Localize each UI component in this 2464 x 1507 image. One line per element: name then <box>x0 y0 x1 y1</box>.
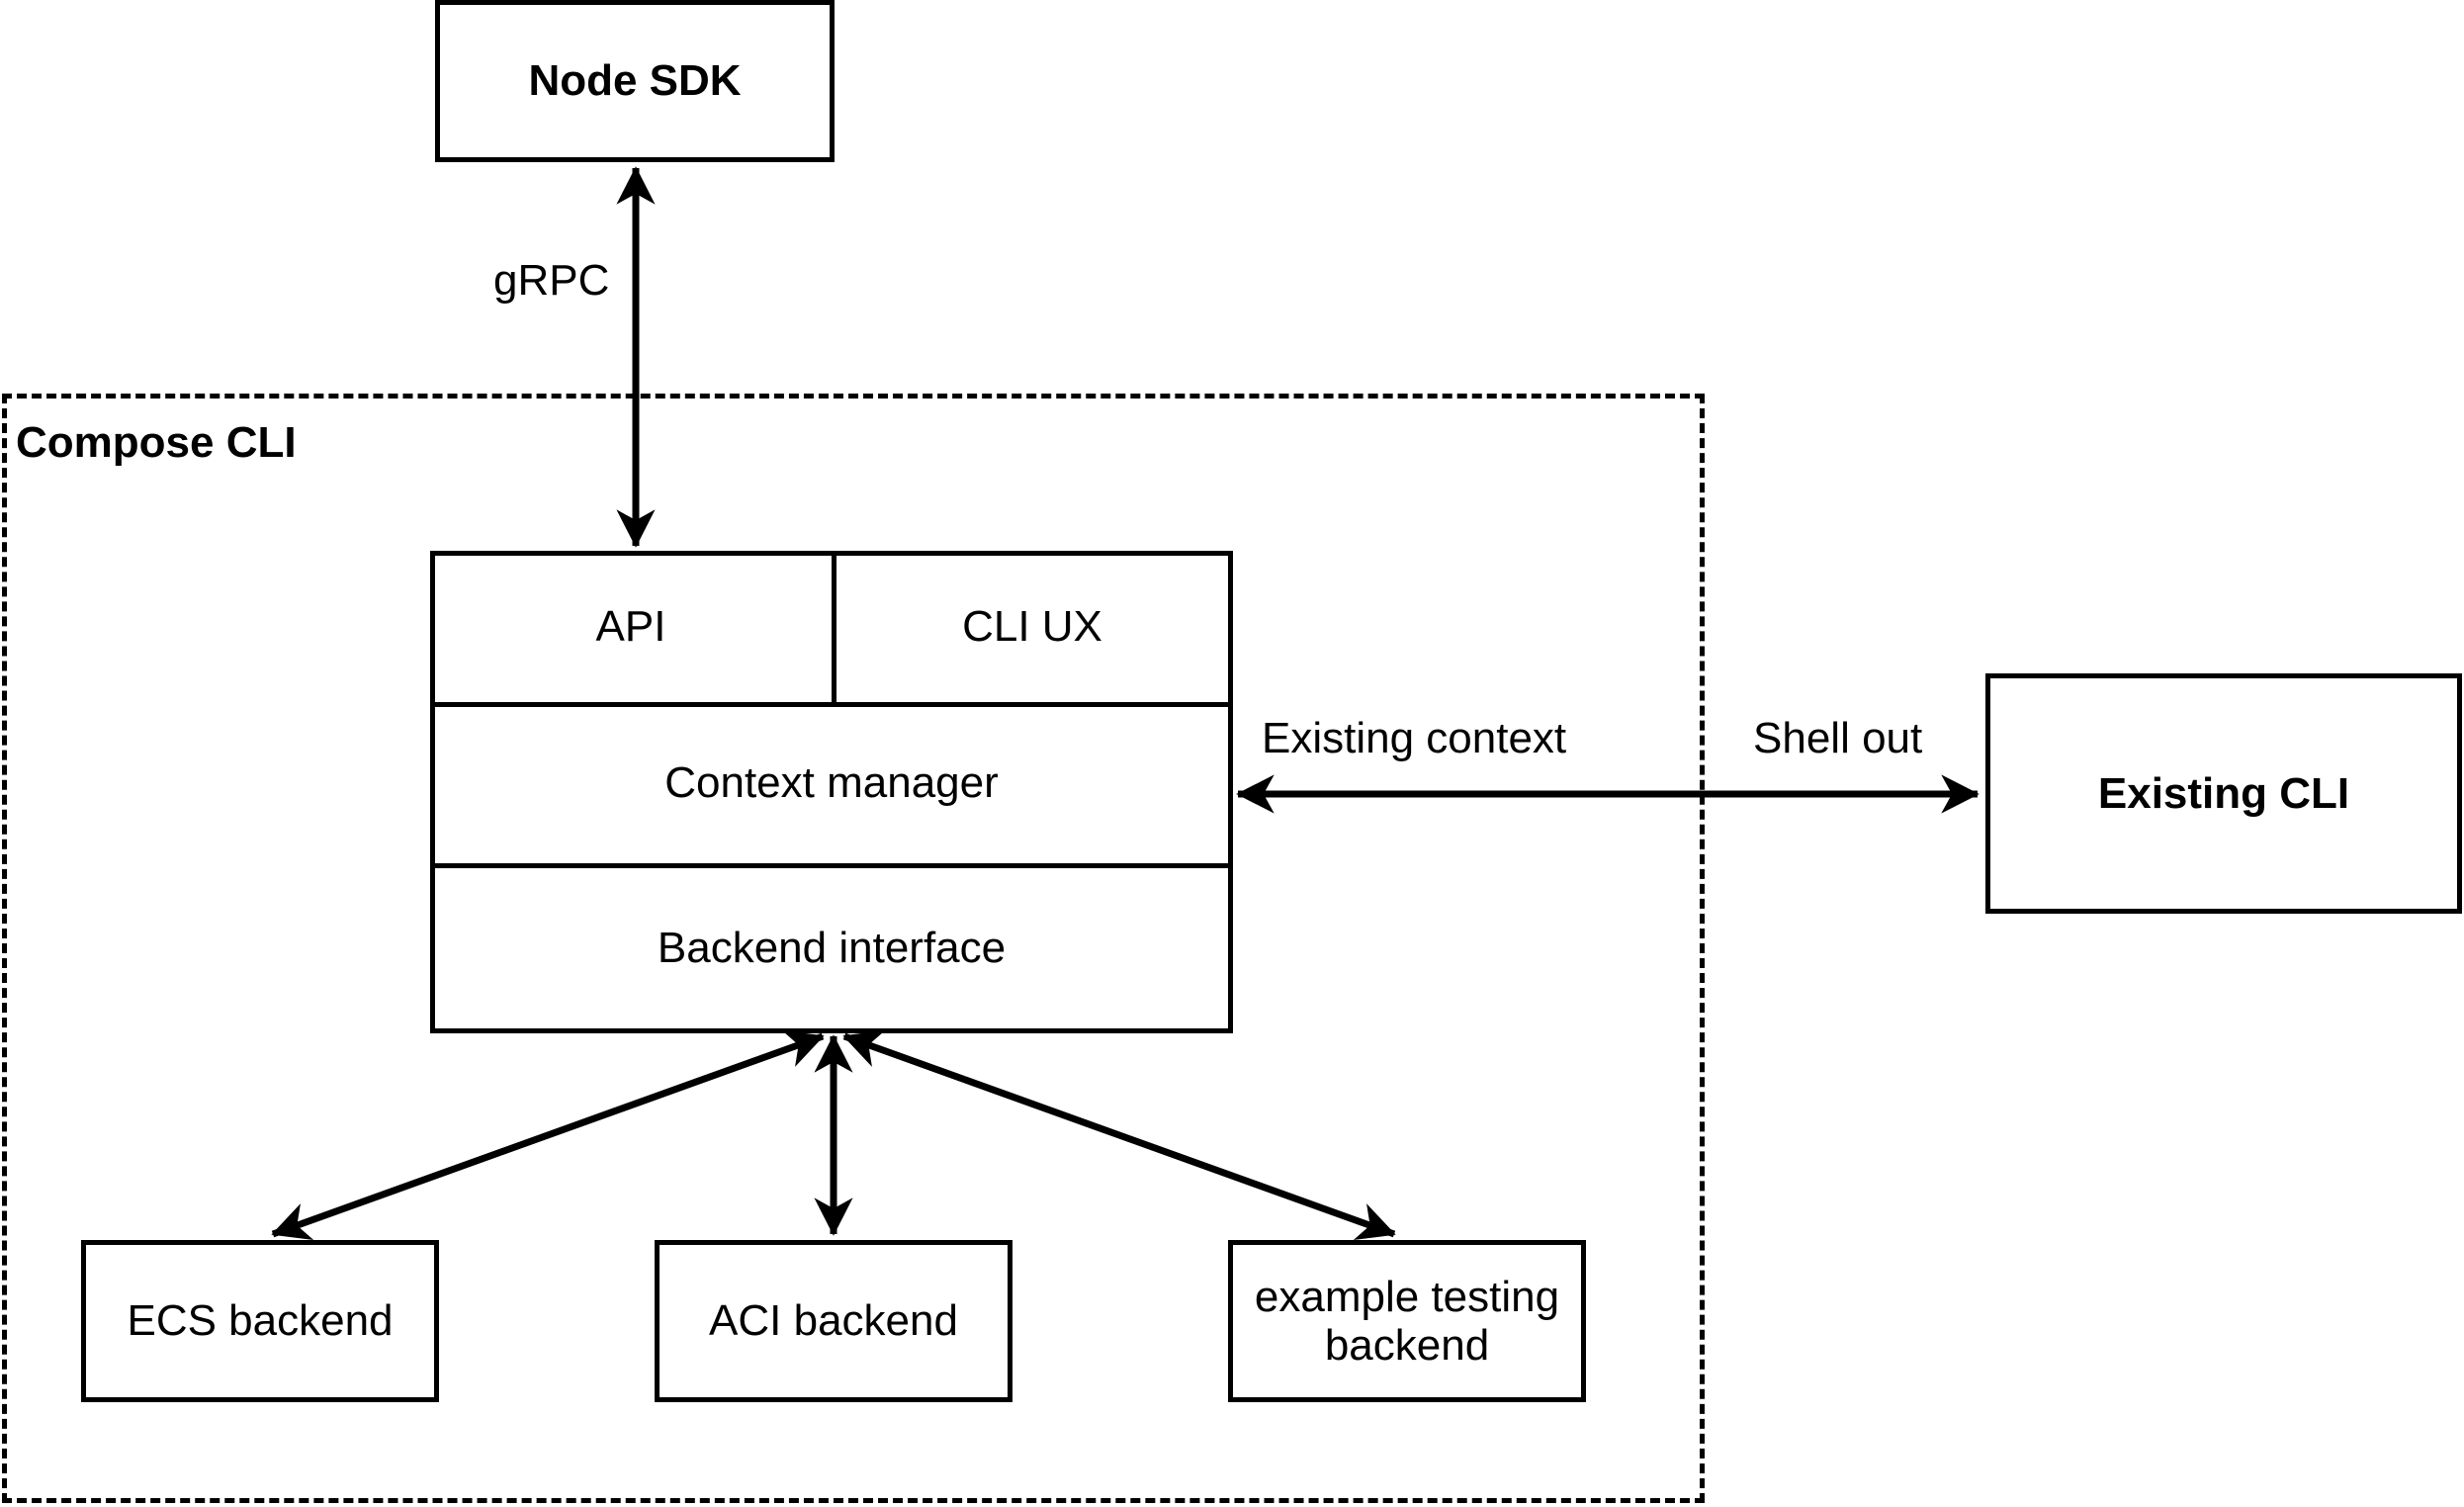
context-manager-cell[interactable]: Context manager <box>430 702 1233 863</box>
cli-ux-cell[interactable]: CLI UX <box>832 551 1233 702</box>
context-manager-label: Context manager <box>664 757 999 807</box>
stack-divider-api-cliux <box>832 551 836 702</box>
cli-ux-label: CLI UX <box>962 601 1102 651</box>
edge-label-shell-out: Shell out <box>1747 714 1929 763</box>
backend-interface-label: Backend interface <box>657 924 1007 973</box>
example-testing-backend-label-line2: backend <box>1324 1321 1490 1370</box>
ecs-backend-label: ECS backend <box>127 1296 394 1346</box>
edge-label-existing-context: Existing context <box>1256 714 1573 763</box>
api-label: API <box>595 601 666 651</box>
ecs-backend-box[interactable]: ECS backend <box>81 1240 439 1402</box>
api-cell[interactable]: API <box>430 551 832 702</box>
node-sdk-box[interactable]: Node SDK <box>435 0 835 162</box>
aci-backend-label: ACI backend <box>709 1296 958 1346</box>
example-testing-backend-box[interactable]: example testing backend <box>1228 1240 1586 1402</box>
compose-cli-group <box>2 394 1705 1503</box>
edge-backend-ecs-line <box>271 1029 825 1241</box>
compose-cli-group-label: Compose CLI <box>12 418 301 468</box>
stack-divider-context-backend <box>430 863 1233 868</box>
existing-cli-label: Existing CLI <box>2097 768 2350 818</box>
backend-interface-cell[interactable]: Backend interface <box>430 863 1233 1033</box>
aci-backend-box[interactable]: ACI backend <box>655 1240 1012 1402</box>
edge-label-grpc: gRPC <box>487 256 616 306</box>
edge-backend-example-line <box>842 1029 1396 1241</box>
stack-divider-api-context <box>430 702 1233 707</box>
existing-cli-box[interactable]: Existing CLI <box>1985 673 2462 914</box>
example-testing-backend-label-line1: example testing <box>1254 1272 1560 1321</box>
compose-cli-stack <box>430 551 1233 1033</box>
node-sdk-label: Node SDK <box>528 56 742 106</box>
